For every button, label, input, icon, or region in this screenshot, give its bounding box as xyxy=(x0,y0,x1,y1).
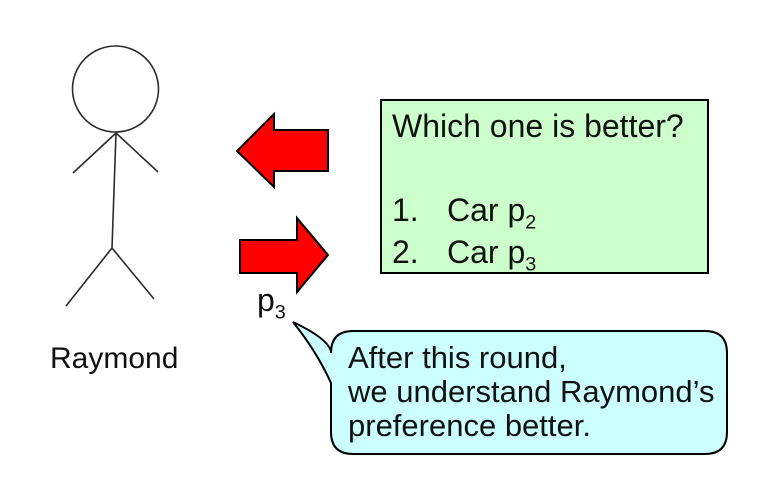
answer-text: p xyxy=(257,282,275,318)
speech-bubble-text: After this round, we understand Raymond’… xyxy=(348,341,718,443)
option-item-1: 1. Car p2 xyxy=(392,189,697,234)
stick-figure-arm-right xyxy=(115,132,159,173)
speech-bubble-line: preference better. xyxy=(348,408,591,443)
option-item-2: 2. Car p3 xyxy=(392,231,697,276)
option-number: 1. xyxy=(392,192,419,228)
speech-bubble-line: After this round, xyxy=(348,340,567,375)
person-stick-figure-icon xyxy=(65,45,160,307)
question-title: Which one is better? xyxy=(392,108,684,144)
answer-label: p3 xyxy=(257,282,286,322)
arrow-left-icon xyxy=(235,111,329,190)
option-label: Car p xyxy=(447,234,526,270)
speech-bubble-shape xyxy=(292,321,728,455)
stick-figure-head xyxy=(71,45,160,133)
option-label-subscript: 3 xyxy=(525,253,537,276)
stick-figure-arm-left xyxy=(72,132,117,174)
answer-subscript: 3 xyxy=(274,301,286,324)
option-label: Car p xyxy=(447,192,526,228)
option-label-subscript: 2 xyxy=(525,211,537,234)
person-name-label: Raymond xyxy=(50,342,179,375)
option-number: 2. xyxy=(392,234,419,270)
stick-figure-leg-left xyxy=(65,247,113,307)
speech-bubble-line: we understand Raymond’s xyxy=(348,374,715,409)
stick-figure-leg-right xyxy=(111,247,155,300)
question-box: Which one is better? 1.Car p2 2.Car p3 xyxy=(380,99,709,274)
arrow-right-icon xyxy=(239,215,330,295)
stick-figure-body xyxy=(111,132,117,249)
